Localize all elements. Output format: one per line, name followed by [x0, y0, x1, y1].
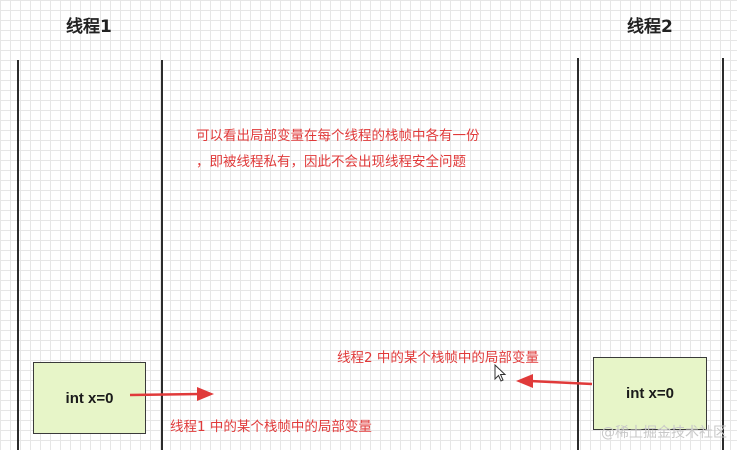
thread1-variable-label: 线程1 中的某个栈帧中的局部变量 [170, 419, 372, 435]
thread2-arrow [516, 374, 593, 388]
thread2-stack-left-line [577, 58, 579, 450]
explanation-line-2: ，即被线程私有，因此不会出现线程安全问题 [196, 154, 466, 170]
thread1-local-variable-box: int x=0 [33, 362, 146, 434]
thread1-arrow [129, 387, 214, 401]
thread2-variable-label: 线程2 中的某个栈帧中的局部变量 [337, 350, 539, 366]
mouse-cursor-icon [494, 364, 507, 382]
thread2-stack-right-line [722, 58, 724, 450]
explanation-line-1: 可以看出局部变量在每个线程的栈帧中各有一份 [196, 128, 480, 144]
thread1-stack-right-line [161, 60, 163, 450]
watermark: @稀土掘金技术社区 [601, 425, 727, 441]
thread1-title: 线程1 [66, 17, 112, 37]
thread1-stack-left-line [17, 60, 19, 450]
thread2-local-variable-box: int x=0 [593, 357, 707, 430]
thread2-title: 线程2 [627, 17, 673, 37]
explanation-note: 可以看出局部变量在每个线程的栈帧中各有一份 ，即被线程私有，因此不会出现线程安全… [196, 123, 480, 175]
